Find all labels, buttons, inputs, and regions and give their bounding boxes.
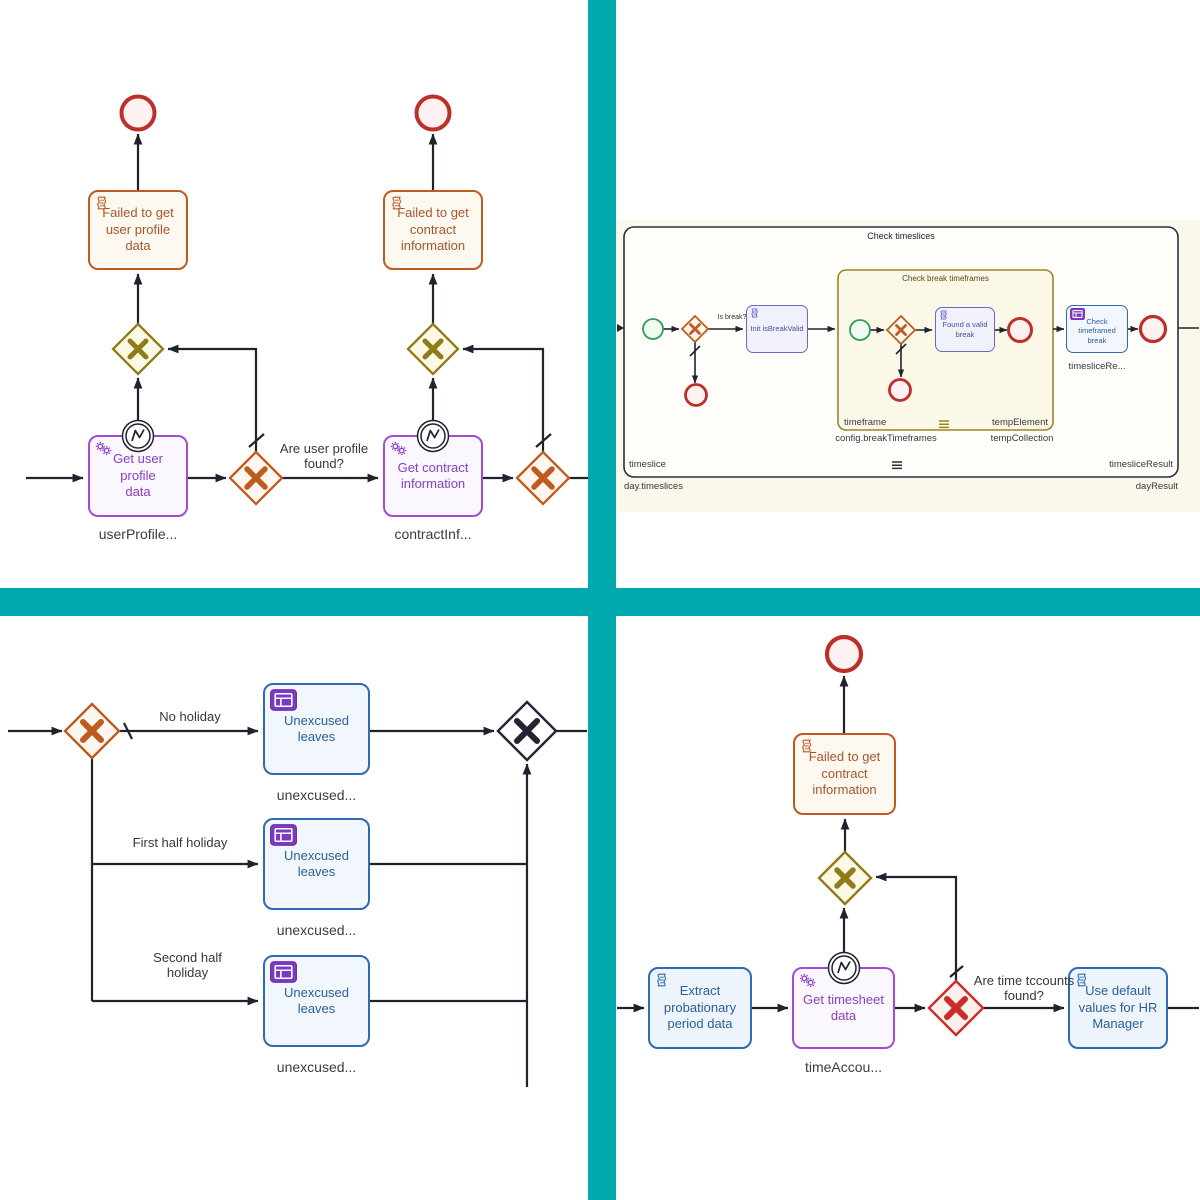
xor-gateway-merge[interactable] [496, 700, 558, 762]
user-form-icon [270, 824, 297, 846]
xor-gateway-olive[interactable] [817, 850, 873, 906]
script-icon [655, 973, 668, 987]
diagram-user-profile-contract: Get user profile data Failed to get user… [0, 0, 588, 588]
subprocess-title: Check timeslices [867, 231, 935, 241]
user-form-icon [1070, 308, 1085, 320]
flow-condition-label: Is break? [717, 314, 747, 321]
task-annotation: unexcused... [276, 1059, 357, 1075]
flow-condition-label: No holiday [159, 709, 221, 724]
task-annotation: unexcused... [276, 922, 357, 938]
xor-gateway-orange[interactable] [63, 702, 121, 760]
task-label: Get contract information [397, 459, 469, 491]
subprocess-title: Check break timeframes [902, 274, 989, 283]
io-param-label: dayResult [1135, 481, 1178, 492]
task-label: Init isBreakValid [750, 324, 804, 334]
gateway-x-marker [422, 338, 444, 360]
end-event[interactable] [119, 94, 157, 132]
task-extract-probationary[interactable]: Extract probationary period data [648, 967, 752, 1049]
io-param-label: config.breakTimeframes [835, 433, 937, 444]
task-check-timeframed-break[interactable]: Check timeframed break [1066, 305, 1128, 353]
task-annotation: userProfile... [98, 526, 178, 542]
xor-gateway-olive[interactable] [111, 322, 165, 376]
task-label: Unexcused leaves [283, 847, 350, 879]
task-unexcused-leaves-3[interactable]: Unexcused leaves [263, 955, 370, 1047]
task-label: Failed to get user profile data [102, 205, 174, 254]
task-label: Failed to get contract information [808, 749, 881, 798]
gateway-x-marker [80, 719, 104, 743]
flow-condition-label: Are user profile found? [279, 441, 369, 471]
xor-gateway-orange[interactable] [228, 450, 284, 506]
io-param-label: timeslice [629, 459, 666, 470]
end-event[interactable] [414, 94, 452, 132]
gateway-x-marker [127, 338, 149, 360]
task-get-timesheet-data[interactable]: Get timesheet data [792, 967, 895, 1049]
gateway-x-marker [514, 718, 540, 744]
io-param-label: timeframe [844, 417, 887, 428]
default-flow[interactable] [875, 872, 958, 981]
flow-condition-label: Are time tccounts found? [973, 973, 1075, 1003]
task-use-default-values[interactable]: Use default values for HR Manager [1068, 967, 1168, 1049]
task-found-valid-break[interactable]: Found a valid break [935, 307, 995, 352]
task-annotation: contractInf... [394, 526, 472, 542]
task-failed-user-profile[interactable]: Failed to get user profile data [88, 190, 188, 270]
gears-icon [799, 973, 816, 988]
diagram-unexcused-leaves: Unexcused leaves Unexcused leaves Unexcu… [0, 616, 588, 1200]
default-flow-marker [949, 965, 964, 978]
flow-condition-label: Second half holiday [153, 950, 222, 980]
end-event[interactable] [824, 634, 864, 674]
gateway-x-marker [244, 466, 268, 490]
io-param-label: tempElement [992, 417, 1048, 428]
io-param-label: day.timeslices [624, 481, 683, 492]
xor-gateway-olive[interactable] [406, 322, 460, 376]
task-label: Use default values for HR Manager [1078, 983, 1158, 1032]
script-icon [95, 196, 108, 210]
io-param-label: tempCollection [990, 433, 1054, 444]
diagram-check-timeslices: Init isBreakValid Found a valid break Ch… [616, 0, 1200, 588]
task-failed-contract-info[interactable]: Failed to get contract information [793, 733, 896, 815]
task-label: Get user profile data [113, 451, 163, 500]
task-annotation: unexcused... [276, 787, 357, 803]
task-label: Unexcused leaves [283, 984, 350, 1016]
flow-condition-label: First half holiday [132, 835, 228, 850]
script-icon [390, 196, 403, 210]
task-label: Get timesheet data [803, 991, 884, 1023]
task-label: Failed to get contract information [397, 205, 469, 254]
gateway-x-marker [944, 996, 968, 1020]
task-label: Extract probationary period data [663, 983, 737, 1032]
task-label: Found a valid break [942, 320, 988, 339]
script-icon [1075, 973, 1088, 987]
gears-icon [390, 441, 407, 456]
task-init-isbreakvalid[interactable]: Init isBreakValid [746, 305, 808, 353]
default-flow-marker [248, 433, 265, 448]
task-label: Check timeframed break [1078, 316, 1116, 345]
gears-icon [95, 441, 112, 456]
user-form-icon [270, 689, 297, 711]
script-icon [939, 310, 948, 320]
diagram-timesheet-hr: Extract probationary period data Get tim… [616, 616, 1200, 1200]
task-get-user-profile-data[interactable]: Get user profile data [88, 435, 188, 517]
gateway-x-marker [531, 466, 555, 490]
task-label: Unexcused leaves [283, 712, 350, 744]
xor-gateway-orange[interactable] [515, 450, 571, 506]
io-param-label: timesliceResult [1109, 459, 1173, 470]
default-flow-marker [123, 722, 133, 740]
script-icon [800, 739, 813, 753]
task-failed-contract-info[interactable]: Failed to get contract information [383, 190, 483, 270]
user-form-icon [270, 961, 297, 983]
task-annotation: timesliceRe... [1068, 361, 1126, 372]
task-unexcused-leaves-2[interactable]: Unexcused leaves [263, 818, 370, 910]
horizontal-divider [0, 588, 1200, 616]
default-flow-marker [535, 433, 552, 448]
task-get-contract-information[interactable]: Get contract information [383, 435, 483, 517]
task-unexcused-leaves-1[interactable]: Unexcused leaves [263, 683, 370, 775]
task-annotation: timeAccou... [804, 1059, 883, 1075]
gateway-x-marker [834, 867, 856, 889]
